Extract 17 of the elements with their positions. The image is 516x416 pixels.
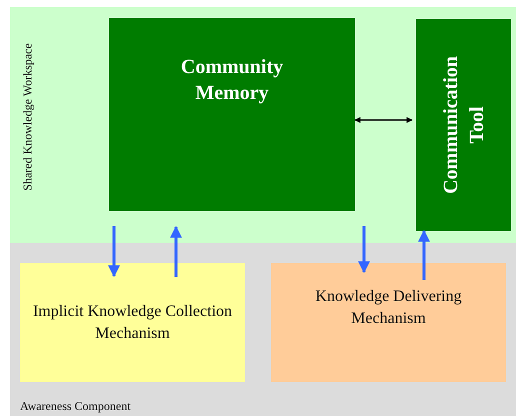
component-panel xyxy=(10,243,516,416)
arrow xyxy=(358,226,370,274)
tool-box xyxy=(416,19,511,231)
memory-box xyxy=(109,18,355,211)
box-title: Communication Tool xyxy=(438,55,488,196)
mechanism-box xyxy=(20,263,245,382)
box-text: Implicit Knowledge Collection Mechanism xyxy=(32,302,232,344)
arrow xyxy=(354,117,413,123)
box-title: Community Memory xyxy=(180,54,284,106)
arrow xyxy=(108,226,120,278)
panel-label: Awareness Component xyxy=(20,399,131,414)
box-text: Knowledge Delivering Mechanism xyxy=(314,286,463,328)
panel-label: Shared Knowledge Workspace xyxy=(20,42,36,193)
workspace-panel xyxy=(10,7,516,243)
mechanism-box xyxy=(271,263,506,382)
arrow xyxy=(418,230,430,280)
arrow xyxy=(170,226,182,277)
